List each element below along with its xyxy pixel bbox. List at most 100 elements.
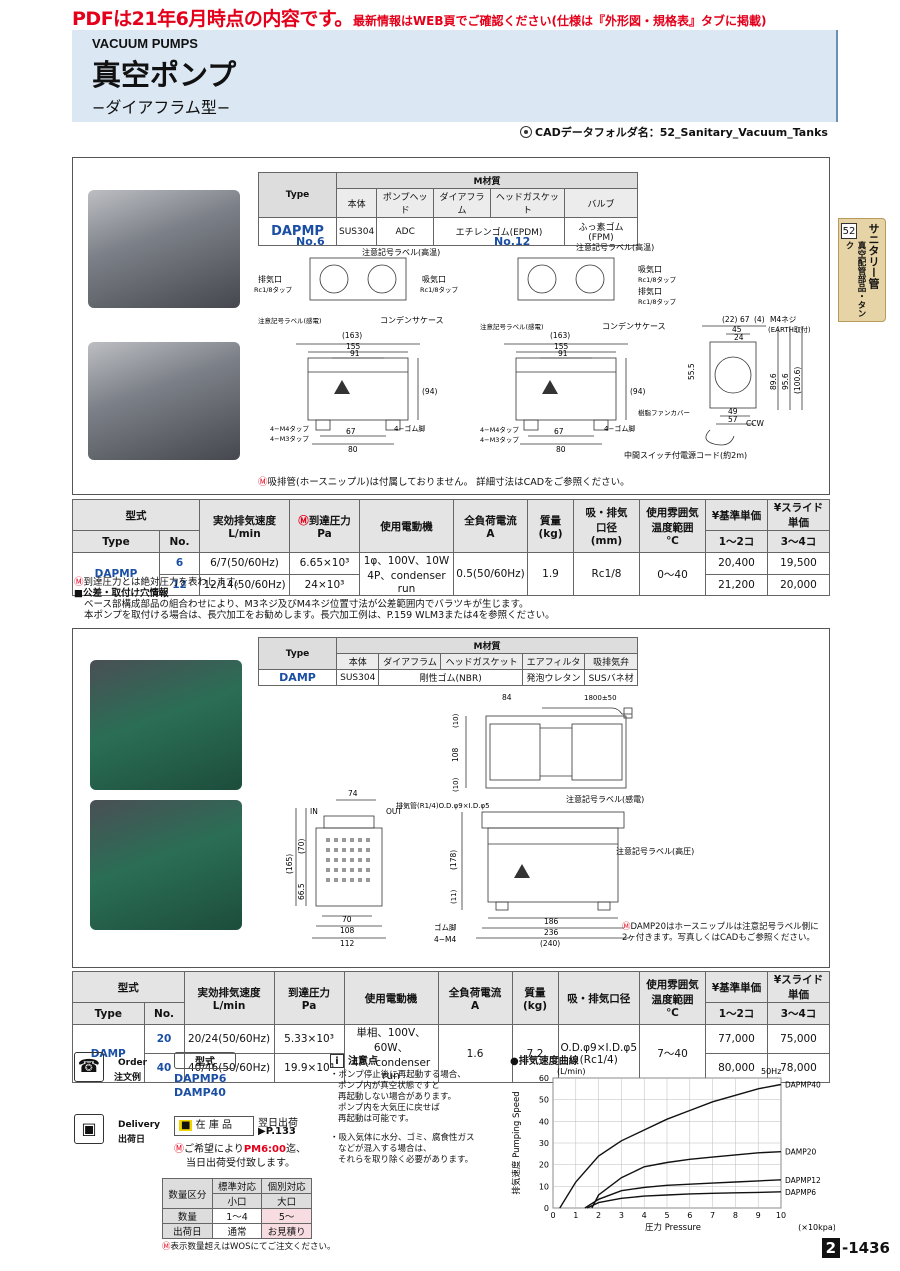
damp-dim-165: (165) [285,854,294,874]
svg-text:(11): (11) [450,889,458,904]
chart-xlabel: 圧力 Pressure [645,1222,701,1233]
damp-side-body [315,827,383,907]
damp-dim-1800: 1800±50 [584,694,617,702]
dapmp-photo-no6 [88,190,240,308]
damp-foot-label: ゴム脚 [434,922,457,932]
mat-h-diaphragm: ダイアフラム [433,188,491,218]
dim-side-100: (100.6) [793,367,802,394]
dim12-91: 91 [558,349,568,358]
dim-side-89: 89.6 [769,373,778,390]
title-en: VACUUM PUMPS [92,36,198,51]
chart-ytick-label: 50 [539,1096,549,1105]
label-ccw: CCW [746,419,764,428]
cad-folder: CADデータフォルダ名：52_Sanitary_Vacuum_Tanks [520,124,828,140]
spec1-h-current: 全負荷電流 [464,514,517,527]
dim12-94: (94) [630,387,645,396]
chart-freq: 50Hz [761,1067,781,1076]
no6-rubber: 4−ゴム脚 [394,424,425,433]
no12-rubber: 4−ゴム脚 [604,424,635,433]
no12-condenser: コンデンサケース [602,321,666,331]
dim-side-55: 55.5 [687,363,696,380]
chart-ytick-label: 10 [539,1182,549,1191]
mat-v-body: SUS304 [335,217,378,246]
chart-series-label: DAPMP40 [785,1081,821,1090]
svg-text:(10): (10) [452,713,460,728]
damp-photo-40 [90,800,242,930]
title-bar: VACUUM PUMPS 真空ポンプ −ダイアフラム型− [72,30,838,122]
no6-head-left [319,264,349,294]
spec1-h-press: 到達圧力 [308,514,351,527]
cad-disc-icon [520,126,532,138]
label-fan-cover: 樹脂ファンカバー [638,408,690,417]
mat-type-header: Type [258,172,337,218]
dim-side-24: 24 [734,333,744,342]
damp-dim-108v: 108 [451,747,460,762]
side-index-tab[interactable]: 52 サニタリー管 真空配管部品・タンク [838,218,886,322]
mat-h-valve: バルブ [563,188,639,218]
damp-drawings: 84 1800±50 (10) 108 (10) 排気管(R1/4)O.D.φ9… [285,693,694,948]
damp-pipe-label: 排気管(R1/4)O.D.φ9×I.D.φ5 [396,801,490,810]
dim6-80: 80 [348,445,358,454]
chart-xtick-label: 7 [710,1211,715,1220]
no6-exhaust: 排気口 [258,274,282,284]
no6-intake-tap: Rc1/8タップ [420,285,459,294]
damp-in-label: IN [310,807,318,816]
damp-photo-20 [90,660,242,790]
order-ex1: DAPMP6 [174,1072,227,1085]
damp-dim-108: 108 [340,926,355,935]
dim-side-22: (22) [722,315,737,324]
no6-m4: 4−M4タップ [270,424,309,433]
no12-exhaust-tap: Rc1/8タップ [638,297,677,306]
chart-ytick-label: 60 [539,1074,549,1083]
mat-h-gasket: ヘッドガスケット [489,188,565,218]
side-tab-sub: 真空配管部品・タンク [844,241,866,318]
spec1-h-speed: 実効排気速度 [213,514,276,527]
side-view-body [709,341,757,409]
damp-warn-hi: 注意記号ラベル(高圧) [616,846,694,856]
mat-title: M材質 [336,172,638,189]
spec2-h-port: 吸・排気口径 [557,971,641,1025]
damp-mat-type: DAMP [258,669,337,686]
chart-series-line [591,1151,782,1209]
banner-sub: 最新情報はWEB頁でご確認ください(仕様は『外形図・規格表』タブに掲載) [352,14,767,28]
damp-m4-label: 4−M4 [434,935,457,944]
chart-xtick-label: 1 [573,1211,578,1220]
damp-dim-84: 84 [502,693,512,702]
chart-xtick-label: 2 [596,1211,601,1220]
spec1-h-port: 吸・排気 [585,507,628,519]
mat-v-valve: ふっ素ゴム(FPM) [563,217,639,246]
table-row: DAMP 20 20/24(50/60Hz) 5.33×10³ 単相、100V、… [72,1024,830,1083]
no12-front-body [515,357,617,421]
damp-dim-70v: (70) [297,839,306,854]
damp-warn-el: 注意記号ラベル(感電) [566,794,644,804]
damp-dim-66: 66.5 [297,883,306,900]
label-earth: (EARTH取付) [768,325,811,334]
damp-dim-236: 236 [544,928,559,937]
no6-warn-el: 注意記号ラベル(感電) [258,316,322,325]
table-row: DAPMP 6 6/7(50/60Hz) 6.65×10³ 1φ、100V、10… [72,552,830,596]
no6-m3: 4−M3タップ [270,434,309,443]
dim-side-57: 57 [728,415,738,424]
chart-series-label: DAMP20 [785,1148,817,1157]
label-no12: No.12 [494,235,530,248]
dapmp-drawings: No.6 No.12 注意記号ラベル(高温) 注意記号ラベル(高温) 排気口 R… [254,235,811,460]
dim6-67: 67 [346,427,356,436]
mat-v-head: ADC [376,217,435,246]
chart-y-unit: (L/min) [557,1067,585,1076]
no12-warn-el: 注意記号ラベル(感電) [480,322,544,331]
spec1-h-type: 型式 [72,499,200,531]
no12-intake-tap: Rc1/8タップ [638,275,677,284]
truck-icon: ▣ [74,1114,104,1144]
page-title: 真空ポンプ [92,58,237,92]
dim12-67: 67 [554,427,564,436]
damp-dim-112: 112 [340,939,355,948]
table-row: 12 12/14(50/60Hz) 24×10³ 21,200 20,000 [73,573,830,596]
chart-ytick-label: 0 [544,1204,549,1213]
delivery-info: ▣ Delivery 出荷日 ■ 在 庫 品 翌日出荷 ▶P.133 Ⓜご希望に… [74,1114,314,1174]
damp-panel [72,628,830,968]
delivery-page-link[interactable]: ▶P.133 [258,1126,296,1137]
